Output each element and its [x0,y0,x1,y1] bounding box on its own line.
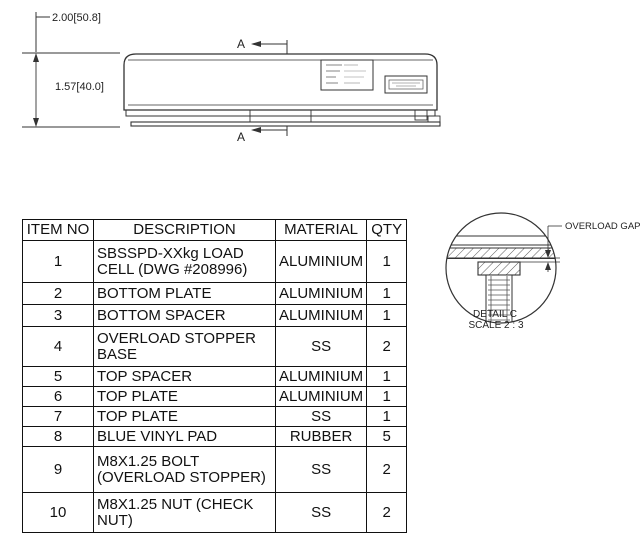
table-row: 8 BLUE VINYL PAD RUBBER 5 [22,426,408,447]
table-row: 2 BOTTOM PLATE ALUMINIUM 1 [22,282,408,305]
material-cell: SS [274,492,368,533]
item-no-cell: 5 [22,366,94,387]
material-cell: SS [274,446,368,493]
detail-title: DETAIL C [473,309,517,320]
table-row: 4 OVERLOAD STOPPER BASE SS 2 [22,326,408,367]
table-row: 3 BOTTOM SPACER ALUMINIUM 1 [22,304,408,327]
item-no-cell: 1 [22,240,94,283]
table-row: 6 TOP PLATE ALUMINIUM 1 [22,386,408,407]
material-cell: SS [274,326,368,367]
material-cell: ALUMINIUM [274,366,368,387]
qty-cell: 1 [366,240,408,283]
height-dimension-text: 1.57[40.0] [55,81,104,93]
header-description: DESCRIPTION [93,219,276,241]
item-no-cell: 6 [22,386,94,407]
item-no-cell: 8 [22,426,94,447]
bill-of-materials-table: ITEM NO DESCRIPTION MATERIAL QTY 1 SBSSP… [22,219,408,533]
material-cell: ALUMINIUM [274,240,368,283]
material-cell: ALUMINIUM [274,304,368,327]
description-cell: M8X1.25 BOLT (OVERLOAD STOPPER) [93,446,276,493]
item-no-cell: 9 [22,446,94,493]
description-cell: TOP PLATE [93,406,276,427]
description-cell: OVERLOAD STOPPER BASE [93,326,276,367]
description-cell: TOP PLATE [93,386,276,407]
section-line-a: A A [237,37,288,144]
qty-cell: 2 [366,492,408,533]
item-no-cell: 3 [22,304,94,327]
table-row: 5 TOP SPACER ALUMINIUM 1 [22,366,408,387]
header-qty: QTY [366,219,408,241]
detail-c-view: OVERLOAD GAP DETAIL C SCALE 2 : 3 [445,212,641,331]
item-no-cell: 7 [22,406,94,427]
nameplate-label [320,59,374,91]
item-no-cell: 4 [22,326,94,367]
item-no-cell: 10 [22,492,94,533]
description-cell: BLUE VINYL PAD [93,426,276,447]
item-no-cell: 2 [22,282,94,305]
table-row: 1 SBSSPD-XXkg LOAD CELL (DWG #208996) AL… [22,240,408,283]
qty-cell: 1 [366,282,408,305]
table-row: 10 M8X1.25 NUT (CHECK NUT) SS 2 [22,492,408,533]
assembly-side-view [123,53,441,127]
height-dimension: 1.57[40.0] [22,52,120,128]
width-dimension: 2.00[50.8] [35,12,101,52]
qty-cell: 2 [366,446,408,493]
qty-cell: 2 [366,326,408,367]
section-label-bottom: A [237,130,245,144]
material-cell: SS [274,406,368,427]
qty-cell: 1 [366,366,408,387]
qty-cell: 5 [366,426,408,447]
overload-gap-label: OVERLOAD GAP [565,221,641,232]
header-material: MATERIAL [274,219,368,241]
section-label-top: A [237,37,245,51]
table-row: 7 TOP PLATE SS 1 [22,406,408,427]
table-header-row: ITEM NO DESCRIPTION MATERIAL QTY [22,219,408,241]
description-cell: SBSSPD-XXkg LOAD CELL (DWG #208996) [93,240,276,283]
description-cell: TOP SPACER [93,366,276,387]
qty-cell: 1 [366,406,408,427]
width-dimension-text: 2.00[50.8] [52,12,101,24]
detail-scale: SCALE 2 : 3 [468,320,523,331]
description-cell: BOTTOM SPACER [93,304,276,327]
qty-cell: 1 [366,304,408,327]
material-cell: ALUMINIUM [274,386,368,407]
description-cell: BOTTOM PLATE [93,282,276,305]
material-cell: RUBBER [274,426,368,447]
qty-cell: 1 [366,386,408,407]
header-item-no: ITEM NO [22,219,94,241]
table-row: 9 M8X1.25 BOLT (OVERLOAD STOPPER) SS 2 [22,446,408,493]
barcode-label [384,75,428,94]
material-cell: ALUMINIUM [274,282,368,305]
description-cell: M8X1.25 NUT (CHECK NUT) [93,492,276,533]
